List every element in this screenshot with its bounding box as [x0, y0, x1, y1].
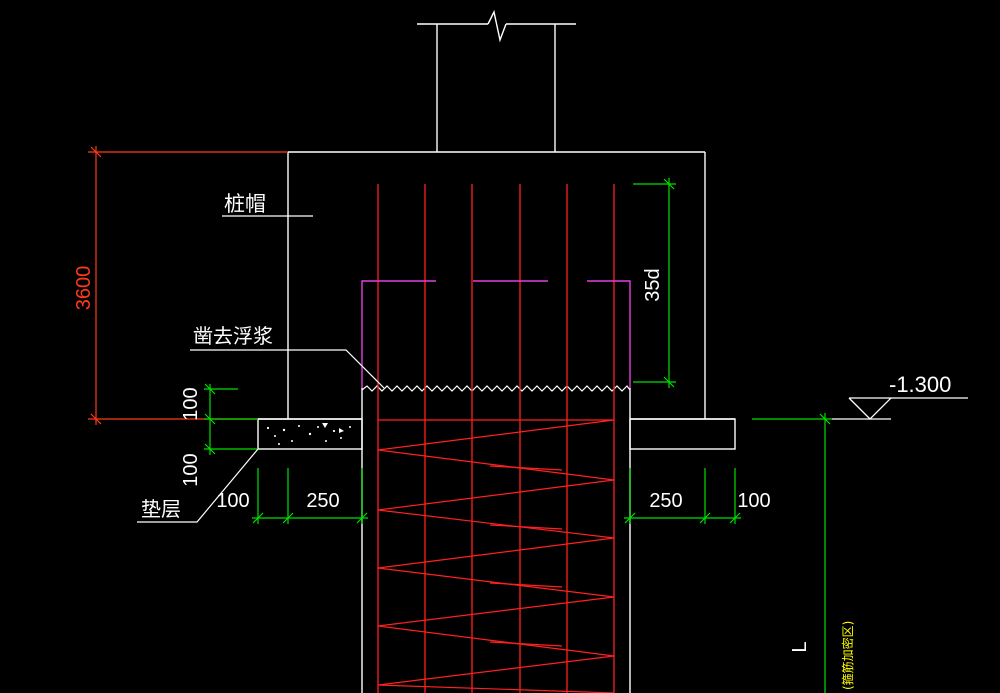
- dimension-35d: [633, 178, 676, 388]
- dimension-horizontal: [252, 468, 741, 524]
- cushion-label: 垫层: [141, 497, 181, 521]
- column: [417, 9, 576, 152]
- cushion-leader: [137, 448, 259, 523]
- dimension-35d-label: 35d: [642, 268, 664, 301]
- anchor-bars: [361, 280, 631, 388]
- dimension-cushion-bottom-label: 100: [180, 453, 202, 486]
- pile-shaft-outline: [361, 388, 631, 693]
- dimension-right-width-label: 250: [649, 490, 682, 512]
- spiral-stirrups: [377, 419, 615, 693]
- dimension-cushion-thickness: [204, 383, 258, 455]
- length-L-marker: [752, 413, 832, 693]
- dimension-left-offset-label: 100: [216, 490, 249, 512]
- chiseled-pile-head-line: [361, 385, 631, 392]
- elevation-marker: [832, 397, 968, 420]
- dimension-cushion-top-label: 100: [180, 387, 202, 420]
- pile-cap-label: 桩帽: [224, 192, 266, 216]
- length-L-label: L: [789, 641, 811, 652]
- chisel-label: 凿去浮浆: [193, 324, 273, 348]
- dimension-3600-label: 3600: [73, 266, 95, 311]
- dimension-left-width-label: 250: [306, 490, 339, 512]
- chisel-leader: [190, 349, 385, 389]
- elevation-label: -1.300: [889, 372, 951, 397]
- length-L-note: (箍筋加密区): [840, 621, 855, 690]
- dimension-3600: [88, 146, 288, 425]
- dimension-right-offset-label: 100: [737, 490, 770, 512]
- cushion-hatch: [266, 423, 351, 445]
- cushion-layer: [257, 418, 736, 450]
- longitudinal-rebars: [377, 184, 615, 693]
